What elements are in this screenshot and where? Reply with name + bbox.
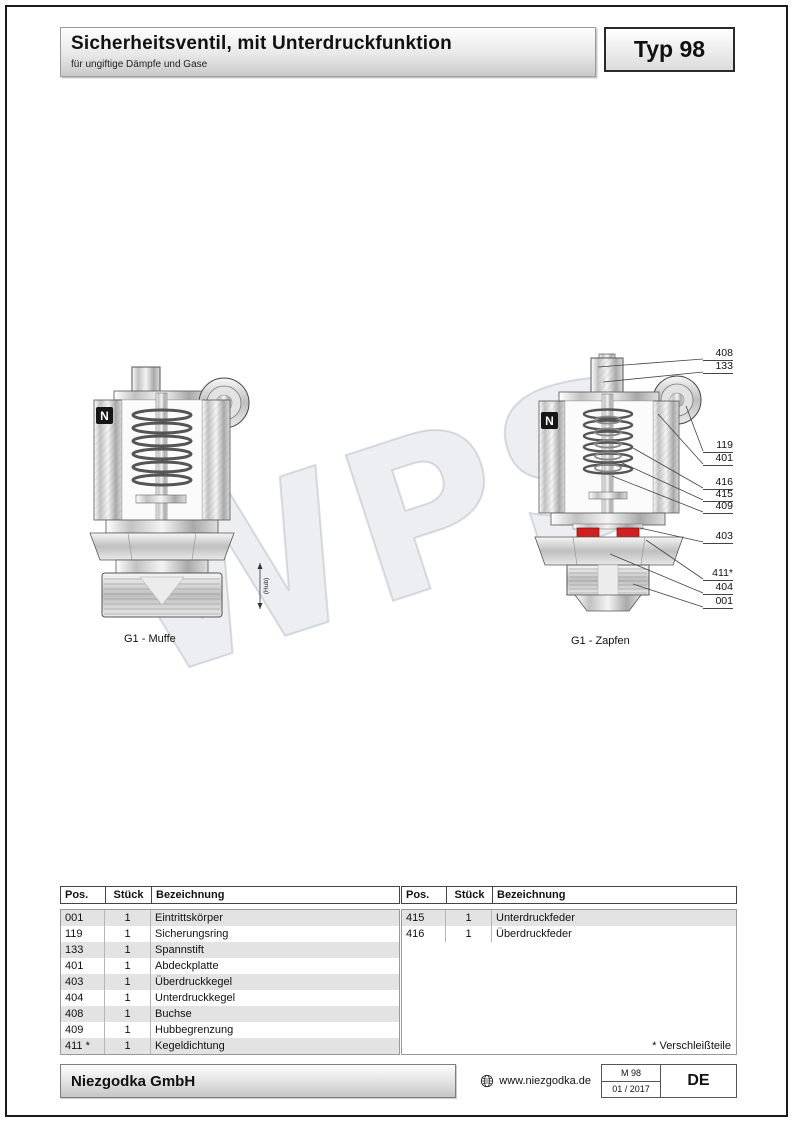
part-qty: 1: [105, 958, 151, 974]
part-pos: 415: [402, 910, 446, 926]
table-row: 401 1 Abdeckplatte: [61, 958, 399, 974]
website: www.niezgodka.de: [480, 1064, 591, 1098]
part-qty: 1: [105, 974, 151, 990]
wear-parts-footnote: * Verschleißteile: [652, 1040, 731, 1052]
column-header-pos: Pos.: [65, 889, 89, 901]
part-pos: 403: [61, 974, 105, 990]
page-title: Sicherheitsventil, mit Unterdruckfunktio…: [71, 33, 452, 54]
part-qty: 1: [105, 910, 151, 926]
right-valve-figure: N: [534, 353, 702, 612]
table-row: 404 1 Unterdruckkegel: [61, 990, 399, 1006]
part-qty: 1: [105, 926, 151, 942]
doc-date: 01 / 2017: [612, 1084, 650, 1095]
part-qty: 1: [105, 1022, 151, 1038]
table-row: 411 * 1 Kegeldichtung: [61, 1038, 399, 1054]
part-pos: 133: [61, 942, 105, 958]
part-name: Hubbegrenzung: [155, 1024, 234, 1036]
table-body: 001 1 Eintrittskörper 119 1 Sicherungsri…: [60, 909, 400, 1055]
valve-stem: [131, 366, 161, 394]
niezgodka-logo-plate: [541, 412, 558, 429]
table-row: 409 1 Hubbegrenzung: [61, 1022, 399, 1038]
doc-code: M 98: [602, 1065, 660, 1082]
part-qty: 1: [105, 1006, 151, 1022]
cone-seal-right: [616, 527, 640, 538]
part-pos: 119: [61, 926, 105, 942]
footer: Niezgodka GmbH www.niezgodka.de M 98 01 …: [60, 1064, 737, 1098]
title-box: Sicherheitsventil, mit Unterdruckfunktio…: [60, 27, 596, 77]
part-qty: 1: [105, 942, 151, 958]
part-pos: 404: [61, 990, 105, 1006]
table-row: 415 1 Unterdruckfeder: [402, 910, 736, 926]
language-label: DE: [661, 1064, 737, 1098]
part-pos: 416: [402, 926, 446, 942]
part-name: Unterdruckkegel: [155, 992, 236, 1004]
table-header: Pos. Stück Bezeichnung: [60, 886, 400, 904]
table-row: 001 1 Eintrittskörper: [61, 910, 399, 926]
niezgodka-logo-letter: N: [100, 409, 109, 423]
vacuum-spring: [594, 415, 622, 473]
left-valve-figure: N (Hub): [89, 366, 270, 618]
part-name: Überdruckkegel: [155, 976, 233, 988]
column-header-qty: Stück: [446, 887, 492, 903]
niezgodka-logo-plate: [96, 407, 113, 424]
part-name: Kegeldichtung: [155, 1040, 225, 1052]
company-name: Niezgodka GmbH: [60, 1064, 456, 1098]
part-pos: 001: [61, 910, 105, 926]
part-qty: 1: [446, 926, 492, 942]
part-pos: 409: [61, 1022, 105, 1038]
table-row: 416 1 Überdruckfeder: [402, 926, 736, 942]
part-qty: 1: [446, 910, 492, 926]
table-body: 415 1 Unterdruckfeder 416 1 Überdruckfed…: [401, 909, 737, 1055]
right-figure-caption: G1 - Zapfen: [571, 635, 630, 647]
stroke-dimension: (Hub): [257, 563, 270, 609]
part-qty: 1: [105, 1038, 151, 1054]
parts-table-left: Pos. Stück Bezeichnung 001 1 Eintrittskö…: [60, 886, 400, 1055]
part-pos: 401: [61, 958, 105, 974]
column-header-qty: Stück: [105, 887, 151, 903]
lift-limiter: [588, 491, 628, 500]
part-name: Eintrittskörper: [155, 912, 223, 924]
doc-info-box: M 98 01 / 2017: [601, 1064, 661, 1098]
table-row: 119 1 Sicherungsring: [61, 926, 399, 942]
footer-spacer: [456, 1064, 480, 1098]
table-row: 133 1 Spannstift: [61, 942, 399, 958]
part-name: Spannstift: [155, 944, 204, 956]
left-figure-caption: G1 - Muffe: [124, 633, 176, 645]
part-name: Sicherungsring: [155, 928, 229, 940]
niezgodka-logo-letter: N: [545, 414, 554, 428]
parts-table-right: Pos. Stück Bezeichnung 415 1 Unterdruckf…: [401, 886, 737, 1055]
hex-nut: [89, 532, 235, 561]
website-url: www.niezgodka.de: [499, 1075, 591, 1087]
part-qty: 1: [105, 990, 151, 1006]
globe-icon: [481, 1074, 494, 1088]
table-row: 403 1 Überdruckkegel: [61, 974, 399, 990]
part-name: Abdeckplatte: [155, 960, 219, 972]
column-header-name: Bezeichnung: [492, 887, 736, 903]
page-subtitle: für ungiftige Dämpfe und Gase: [71, 59, 208, 70]
part-name: Unterdruckfeder: [496, 912, 575, 924]
part-pos: 411 *: [61, 1038, 105, 1054]
column-header-name: Bezeichnung: [151, 887, 399, 903]
table-header: Pos. Stück Bezeichnung: [401, 886, 737, 904]
column-header-pos: Pos.: [406, 889, 430, 901]
hex-nut: [534, 536, 684, 566]
stroke-dimension-label: (Hub): [263, 578, 270, 594]
cone-seal-left: [576, 527, 600, 538]
table-row: 408 1 Buchse: [61, 1006, 399, 1022]
part-pos: 408: [61, 1006, 105, 1022]
part-name: Überdruckfeder: [496, 928, 572, 940]
type-label-box: Typ 98: [604, 27, 735, 72]
part-name: Buchse: [155, 1008, 192, 1020]
spring: [131, 408, 193, 487]
